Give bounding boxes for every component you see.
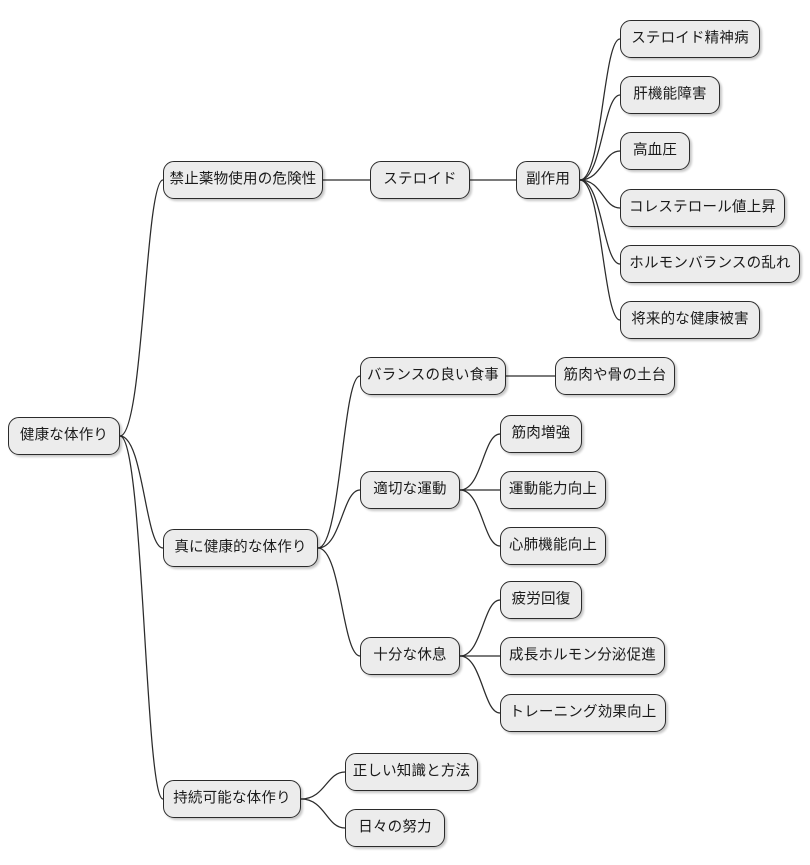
edge-true_health-to-exercise [317,489,361,549]
node-label: 真に健康的な体作り [174,539,307,556]
mindmap-node-sideeffect[interactable]: 副作用 [516,161,580,199]
edge-true_health-to-diet [317,375,361,549]
node-label: 正しい知識と方法 [352,763,471,780]
mindmap-node-se1[interactable]: ステロイド精神病 [620,20,760,58]
node-label: 肝機能障害 [633,86,707,103]
mindmap-node-ex2[interactable]: 運動能力向上 [500,471,606,509]
edge-sideeffect-to-se6 [579,179,621,321]
mindmap-node-root[interactable]: 健康な体作り [8,417,120,455]
mindmap-node-rs3[interactable]: トレーニング効果向上 [500,694,666,732]
node-label: 日々の努力 [358,819,432,836]
mindmap-node-diet[interactable]: バランスの良い食事 [360,357,506,395]
mindmap-node-true_health[interactable]: 真に健康的な体作り [163,529,318,567]
edge-sustain-to-su1 [300,771,346,800]
node-label: トレーニング効果向上 [509,704,657,721]
edge-root-to-danger [119,179,164,437]
node-label: 持続可能な体作り [173,790,291,807]
edge-sideeffect-to-se3 [579,150,621,181]
node-label: ステロイド精神病 [631,30,749,47]
mindmap-node-base[interactable]: 筋肉や骨の土台 [555,357,675,395]
node-label: コレステロール値上昇 [629,199,776,216]
mindmap-node-rs1[interactable]: 疲労回復 [500,581,582,619]
edge-exercise-to-ex3 [459,489,501,547]
mindmap-node-se2[interactable]: 肝機能障害 [620,76,720,114]
node-label: 適切な運動 [373,481,447,498]
mindmap-node-se3[interactable]: 高血圧 [620,132,690,170]
node-label: 高血圧 [632,142,678,159]
edge-sideeffect-to-se5 [579,179,621,265]
node-label: 心肺機能向上 [508,537,598,554]
mindmap-node-danger[interactable]: 禁止薬物使用の危険性 [163,161,323,199]
mindmap-node-ex1[interactable]: 筋肉増強 [500,415,582,453]
mindmap-node-su2[interactable]: 日々の努力 [345,809,445,847]
mindmap-node-exercise[interactable]: 適切な運動 [360,471,460,509]
node-label: 禁止薬物使用の危険性 [169,171,317,188]
node-label: 運動能力向上 [508,481,598,498]
node-label: ステロイド [383,171,457,188]
mindmap-node-ex3[interactable]: 心肺機能向上 [500,527,606,565]
edge-root-to-sustain [119,435,164,800]
mindmap-node-rest[interactable]: 十分な休息 [360,637,460,675]
node-label: 筋肉増強 [511,425,571,442]
mindmap-node-se4[interactable]: コレステロール値上昇 [620,189,785,227]
mindmap-node-steroid[interactable]: ステロイド [370,161,470,199]
node-label: ホルモンバランスの乱れ [629,255,791,272]
mindmap-node-su1[interactable]: 正しい知識と方法 [345,753,478,791]
node-label: バランスの良い食事 [366,367,499,384]
mindmap-node-se5[interactable]: ホルモンバランスの乱れ [620,245,800,283]
node-label: 副作用 [525,171,571,188]
node-label: 筋肉や骨の土台 [563,367,667,384]
node-label: 健康な体作り [19,427,109,444]
node-label: 十分な休息 [373,647,447,664]
edge-exercise-to-ex1 [459,433,501,491]
node-label: 疲労回復 [511,591,571,608]
edge-root-to-true_health [119,435,164,549]
edge-sideeffect-to-se2 [579,94,621,181]
edge-sideeffect-to-se4 [579,179,621,209]
edge-sideeffect-to-se1 [579,38,621,181]
edge-true_health-to-rest [317,547,361,657]
edge-sustain-to-su2 [300,798,346,829]
mindmap-node-sustain[interactable]: 持続可能な体作り [163,780,301,818]
edge-rest-to-rs1 [459,599,501,657]
edge-rest-to-rs3 [459,655,501,714]
node-label: 成長ホルモン分泌促進 [509,647,656,664]
mindmap-node-rs2[interactable]: 成長ホルモン分泌促進 [500,637,665,675]
node-label: 将来的な健康被害 [631,311,749,328]
mindmap-node-se6[interactable]: 将来的な健康被害 [620,301,760,339]
